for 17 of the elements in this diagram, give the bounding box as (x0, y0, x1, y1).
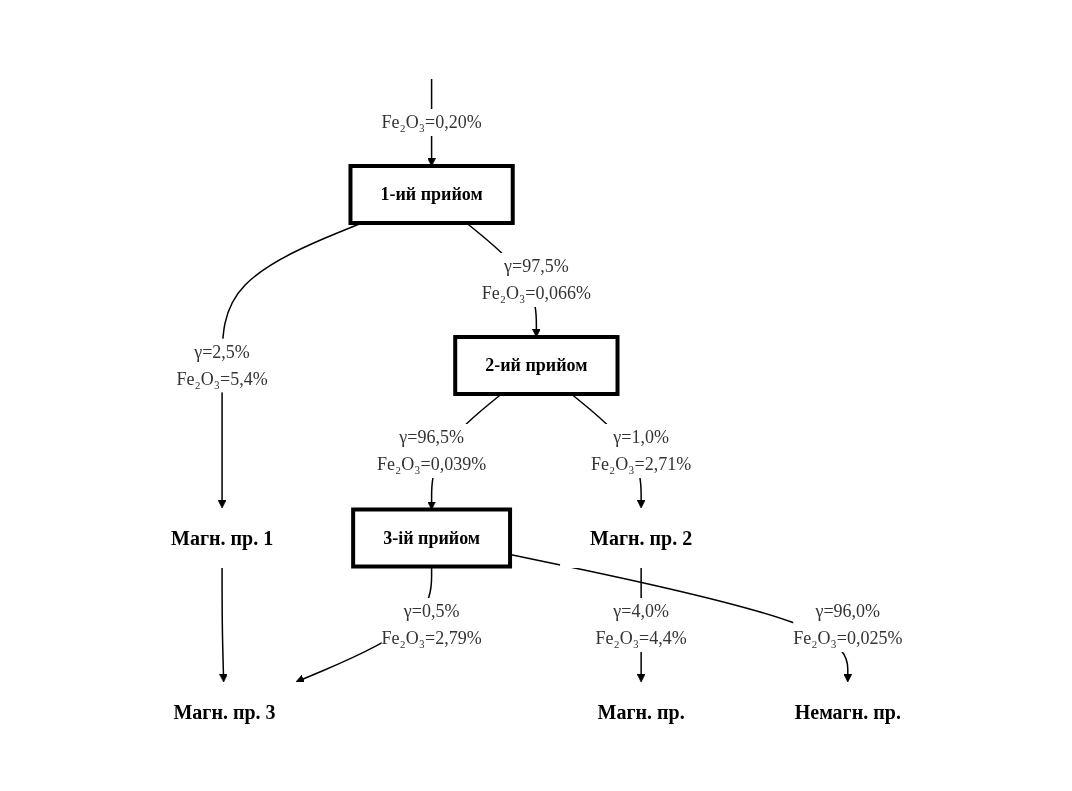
node-text: Магн. пр. 3 (173, 701, 276, 723)
edge-label: γ=97,5% Fe₂O₃=0,066% (481, 256, 592, 303)
edge-label: γ=4,0% Fe₂O₃=4,4% (595, 601, 687, 648)
node-text: Немагн. пр. (794, 701, 901, 723)
edge-label: γ=1,0% Fe₂O₃=2,71% (591, 427, 692, 474)
node-text: Магн. пр. 1 (171, 527, 274, 549)
node-box: 2-ий прийом (453, 335, 620, 396)
edge-label: γ=0,5% Fe₂O₃=2,79% (381, 601, 482, 648)
node-text: Магн. пр. 2 (590, 527, 693, 549)
edge-label: γ=96,5% Fe₂O₃=0,039% (377, 427, 487, 474)
node-text: Магн. пр. (597, 701, 685, 723)
node-box: 3-ій прийом (351, 507, 513, 569)
edge-label: Fe₂O₃=0,20% (381, 112, 482, 132)
edge-label: γ=2,5% Fe₂O₃=5,4% (176, 341, 268, 389)
arrow (219, 567, 228, 683)
edge-label: γ=96,0% Fe₂O₃=0,025% (793, 601, 903, 648)
node-box: 1-ий прийом (348, 164, 515, 225)
